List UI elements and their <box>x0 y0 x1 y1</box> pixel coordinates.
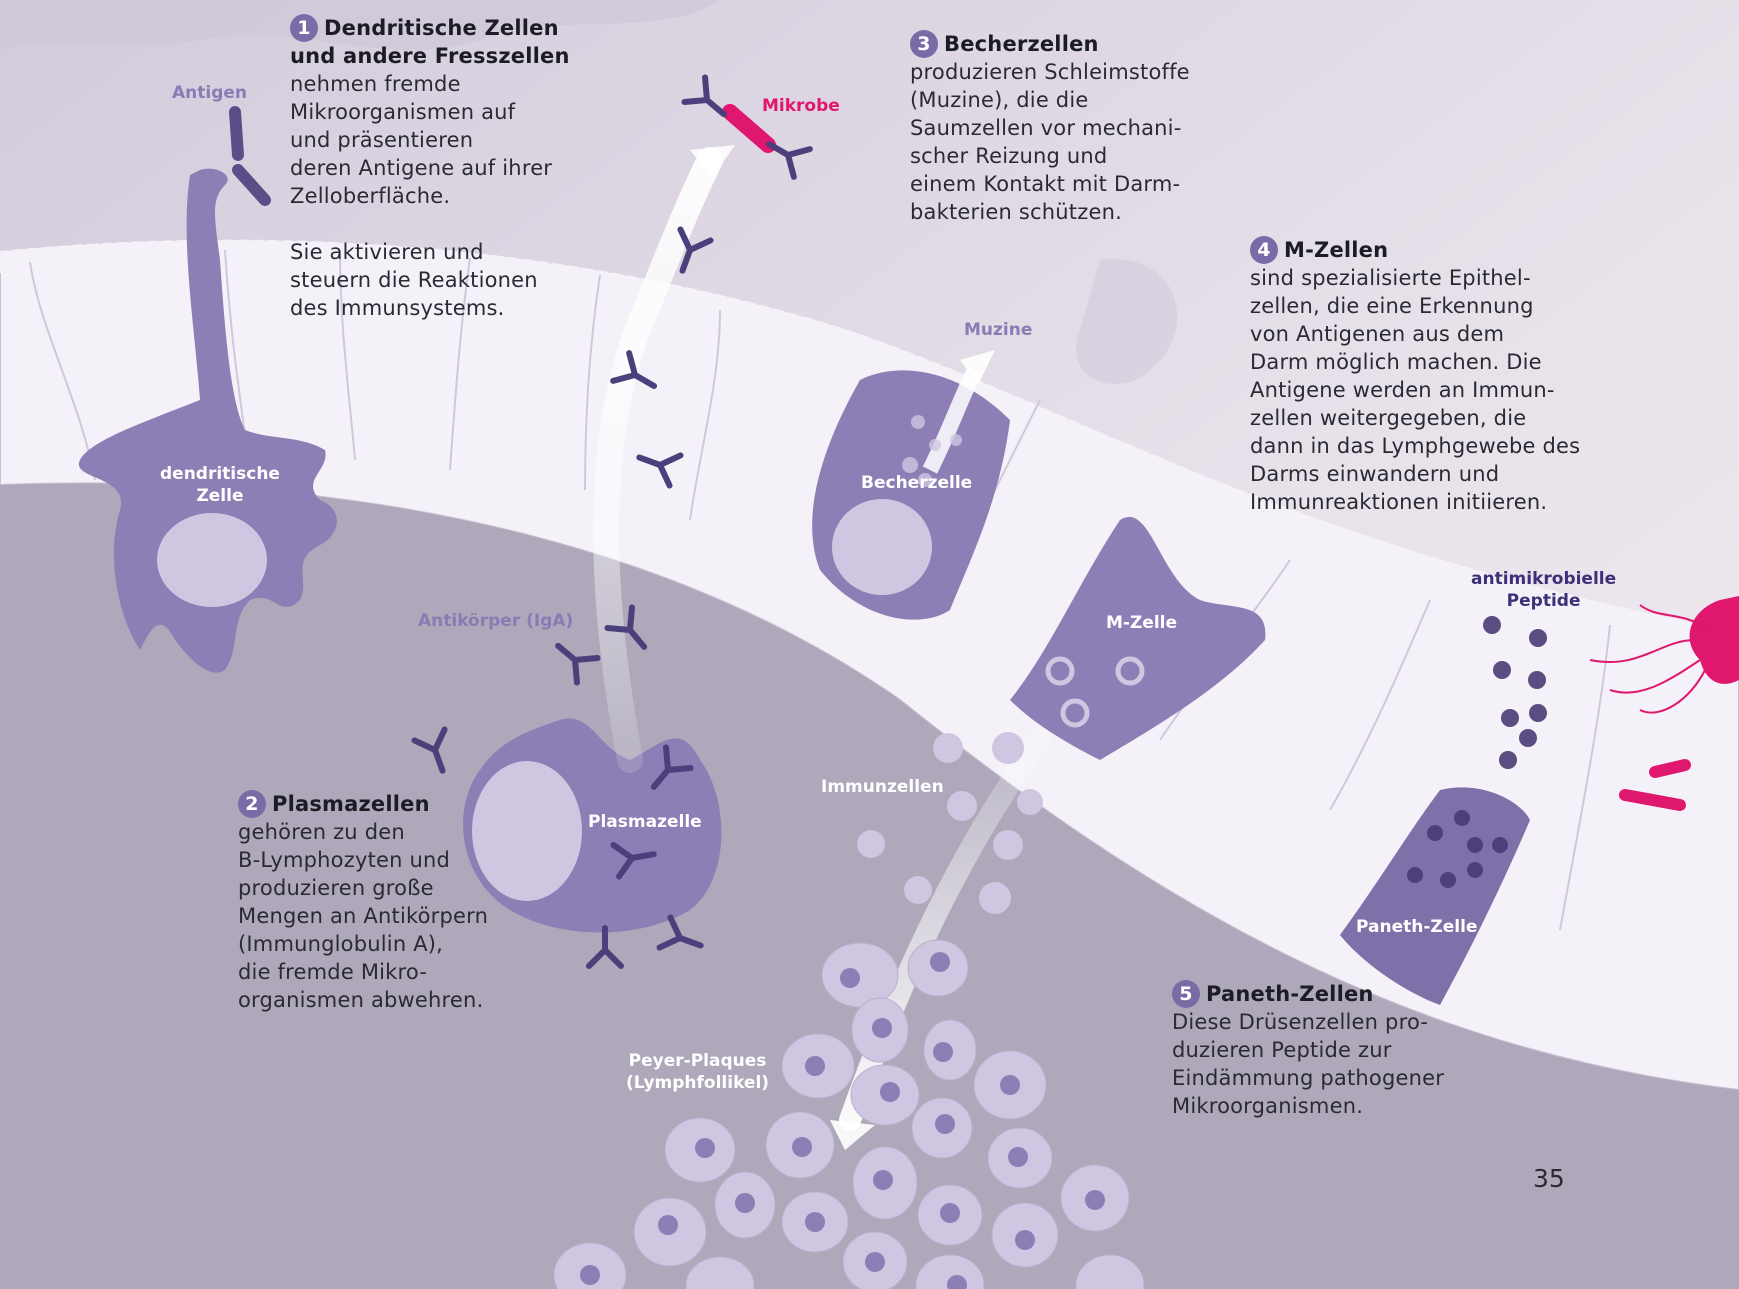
label-dendritic-cell: dendritische Zelle <box>160 463 280 507</box>
heading: Plasmazellen <box>272 792 430 816</box>
heading: Paneth-Zellen <box>1206 982 1374 1006</box>
heading-line: Dendritische Zellen <box>324 16 559 40</box>
label-mikrobe: Mikrobe <box>762 95 840 117</box>
text-line: deren Antigene auf ihrer <box>290 154 570 182</box>
text-line: gehören zu den <box>238 818 488 846</box>
text-line: Zelloberfläche. <box>290 182 570 210</box>
text-line: Darm möglich machen. Die <box>1250 348 1580 376</box>
text-line: von Antigenen aus dem <box>1250 320 1580 348</box>
label-line: Peptide <box>1471 590 1616 612</box>
text-line: steuern die Reaktionen <box>290 266 570 294</box>
text-line: Eindämmung pathogener <box>1172 1064 1444 1092</box>
number-badge: 1 <box>290 14 318 42</box>
label-muzine: Muzine <box>964 319 1032 341</box>
label-antibody: Antikörper (IgA) <box>418 610 573 632</box>
text-line: Saumzellen vor mechani- <box>910 114 1190 142</box>
text-line: Mikroorganismen auf <box>290 98 570 126</box>
page-number: 35 <box>1533 1164 1565 1193</box>
label-line: (Lymphfollikel) <box>626 1072 769 1094</box>
label-antigen: Antigen <box>172 82 247 104</box>
number-badge: 2 <box>238 790 266 818</box>
text-line: (Muzine), die die <box>910 86 1190 114</box>
heading: Becherzellen <box>944 32 1099 56</box>
text-line: Sie aktivieren und <box>290 238 570 266</box>
text-line: Antigene werden an Immun- <box>1250 376 1580 404</box>
text-line: des Immunsystems. <box>290 294 570 322</box>
heading: M-Zellen <box>1284 238 1388 262</box>
text-line: produzieren große <box>238 874 488 902</box>
label-immune-cells: Immunzellen <box>821 776 944 798</box>
text-line: sind spezialisierte Epithel- <box>1250 264 1580 292</box>
label-m-cell: M-Zelle <box>1106 612 1177 634</box>
number-badge: 5 <box>1172 980 1200 1008</box>
text-line: die fremde Mikro- <box>238 958 488 986</box>
heading-line: und andere Fresszellen <box>290 42 570 70</box>
text-line: duzieren Peptide zur <box>1172 1036 1444 1064</box>
text-line: Immunreaktionen initiieren. <box>1250 488 1580 516</box>
text-line: organismen abwehren. <box>238 986 488 1014</box>
label-peptides: antimikrobielle Peptide <box>1471 568 1616 612</box>
text-line: zellen, die eine Erkennung <box>1250 292 1580 320</box>
label-line: Zelle <box>160 485 280 507</box>
label-line: antimikrobielle <box>1471 568 1616 590</box>
label-line: Peyer-Plaques <box>626 1050 769 1072</box>
text-line: und präsentieren <box>290 126 570 154</box>
text-line: scher Reizung und <box>910 142 1190 170</box>
text-line: B-Lymphozyten und <box>238 846 488 874</box>
text-line: zellen weitergegeben, die <box>1250 404 1580 432</box>
number-badge: 4 <box>1250 236 1278 264</box>
label-peyer-patches: Peyer-Plaques (Lymphfollikel) <box>626 1050 769 1094</box>
text-line: Mengen an Antikörpern <box>238 902 488 930</box>
text-line: nehmen fremde <box>290 70 570 98</box>
number-badge: 3 <box>910 30 938 58</box>
text-line: Mikroorganismen. <box>1172 1092 1444 1120</box>
text-line: (Immunglobulin A), <box>238 930 488 958</box>
label-plasma-cell: Plasmazelle <box>588 811 702 833</box>
text-line: Diese Drüsenzellen pro- <box>1172 1008 1444 1036</box>
label-paneth-cell: Paneth-Zelle <box>1356 916 1477 938</box>
text-line: dann in das Lymphgewebe des <box>1250 432 1580 460</box>
label-goblet-cell: Becherzelle <box>861 472 972 494</box>
text-line: produzieren Schleimstoffe <box>910 58 1190 86</box>
text-line: einem Kontakt mit Darm- <box>910 170 1190 198</box>
text-line: Darms einwandern und <box>1250 460 1580 488</box>
label-line: dendritische <box>160 463 280 485</box>
text-line: bakterien schützen. <box>910 198 1190 226</box>
